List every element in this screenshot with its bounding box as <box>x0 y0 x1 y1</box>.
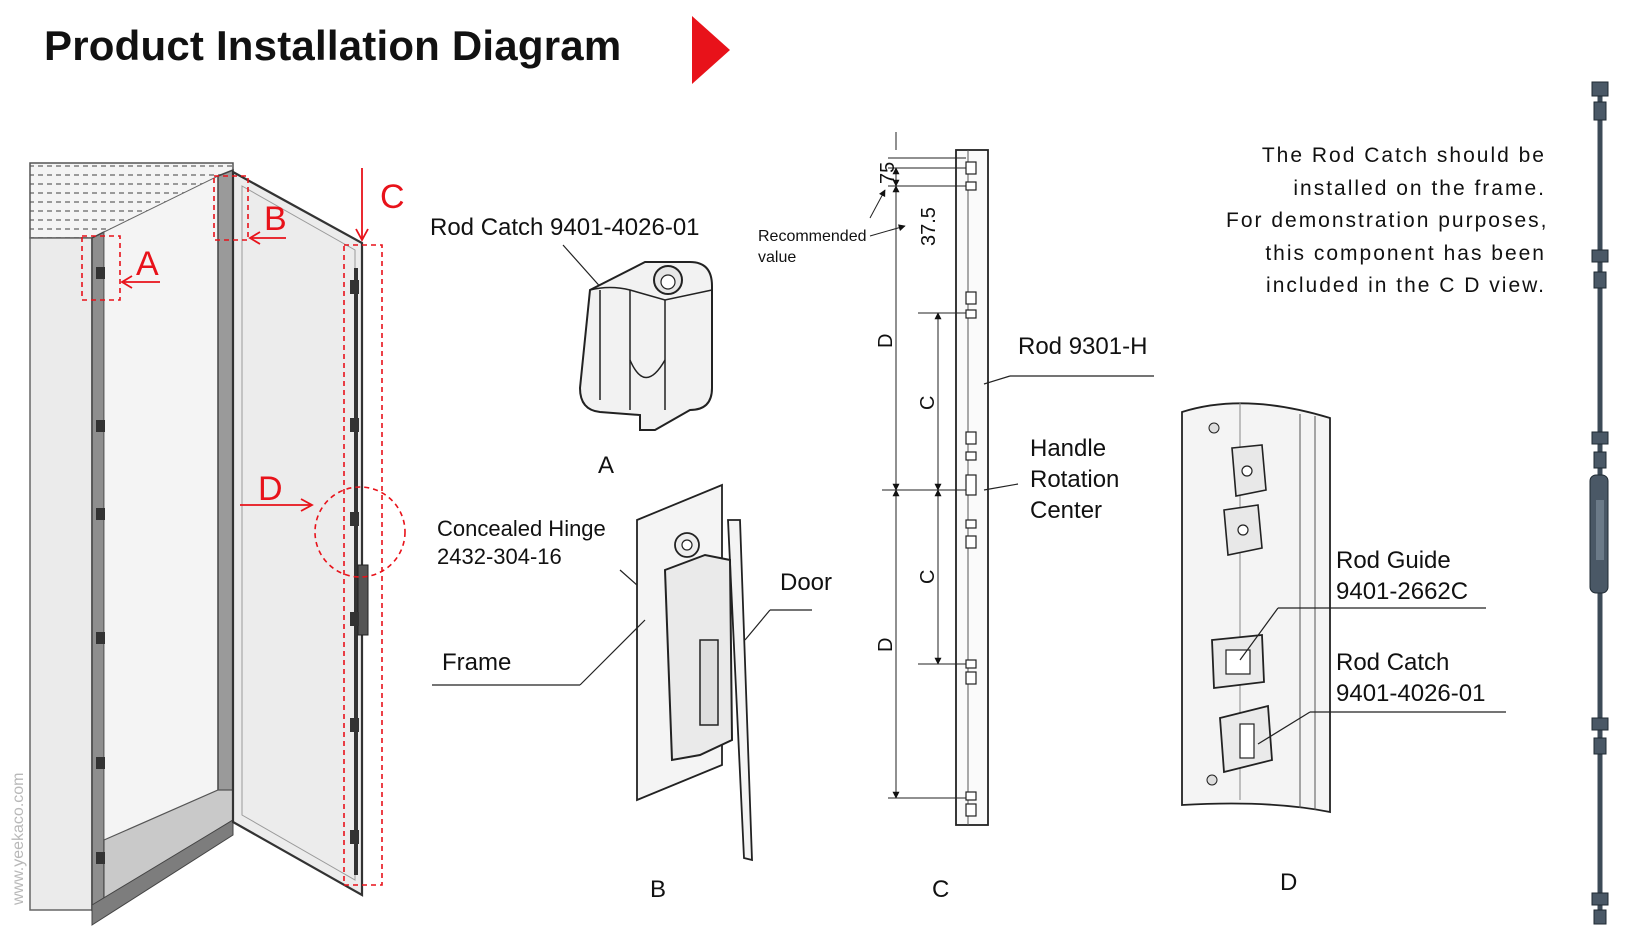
dim-37-5: 37.5 <box>918 207 940 246</box>
view-d-detail: Rod Guide 9401-2662C Rod Catch 9401-4026… <box>1181 402 1506 896</box>
rod-catch-d-label-line2: 9401-4026-01 <box>1336 680 1485 707</box>
installation-note: The Rod Catch should be installed on the… <box>1226 140 1546 303</box>
note-line-4: this component has been <box>1265 241 1546 265</box>
dim-letter-c-top: C <box>917 396 939 410</box>
rod-label: Rod 9301-H <box>1018 333 1147 360</box>
view-c-rod-dimensions: 75 37.5 Recommended value D C C D Rod 93… <box>758 132 1154 903</box>
view-b-frame-label: Frame <box>442 649 511 676</box>
dim-letter-d-top: D <box>875 334 897 348</box>
callout-b: B <box>264 200 287 238</box>
dim-letter-d-bottom: D <box>875 638 897 652</box>
callout-d: D <box>258 470 283 508</box>
view-d-caption: D <box>1280 869 1297 896</box>
rod-guide-label-line2: 9401-2662C <box>1336 578 1468 605</box>
recommended-label-line1: Recommended <box>758 228 867 245</box>
note-line-5: included in the C D view. <box>1266 274 1546 297</box>
handle-label-line2: Rotation <box>1030 466 1119 493</box>
handle-label-line1: Handle <box>1030 435 1106 462</box>
view-a-rod-catch-label: Rod Catch 9401-4026-01 <box>430 214 700 241</box>
page-title: Product Installation Diagram <box>44 22 622 69</box>
callout-c: C <box>380 178 405 216</box>
view-b-door-label: Door <box>780 569 832 596</box>
view-c-caption: C <box>932 876 949 903</box>
note-line-3: For demonstration purposes, <box>1226 209 1549 232</box>
view-b-concealed-hinge: Concealed Hinge 2432-304-16 Frame Door B <box>432 483 832 903</box>
view-a-caption: A <box>598 452 614 479</box>
view-b-caption: B <box>650 876 666 903</box>
title-arrow-icon <box>692 16 730 84</box>
view-b-hinge-label-line2: 2432-304-16 <box>437 544 562 569</box>
view-a-rod-catch: Rod Catch 9401-4026-01 A <box>430 214 713 479</box>
callout-a: A <box>136 245 159 283</box>
cabinet-illustration: A B C D <box>29 162 406 926</box>
rod-catch-d-label-line1: Rod Catch <box>1336 649 1449 676</box>
watermark: www.yeekaco.com <box>10 772 27 906</box>
dim-letter-c-bottom: C <box>917 570 939 584</box>
view-b-hinge-label-line1: Concealed Hinge <box>437 516 606 541</box>
note-line-2: installed on the frame. <box>1293 176 1546 200</box>
recommended-label-line2: value <box>758 249 796 266</box>
handle-label-line3: Center <box>1030 497 1102 524</box>
rod-assembly-illustration <box>1589 81 1609 925</box>
dim-75: 75 <box>877 162 899 184</box>
rod-guide-label-line1: Rod Guide <box>1336 547 1451 574</box>
note-line-1: The Rod Catch should be <box>1261 144 1546 167</box>
